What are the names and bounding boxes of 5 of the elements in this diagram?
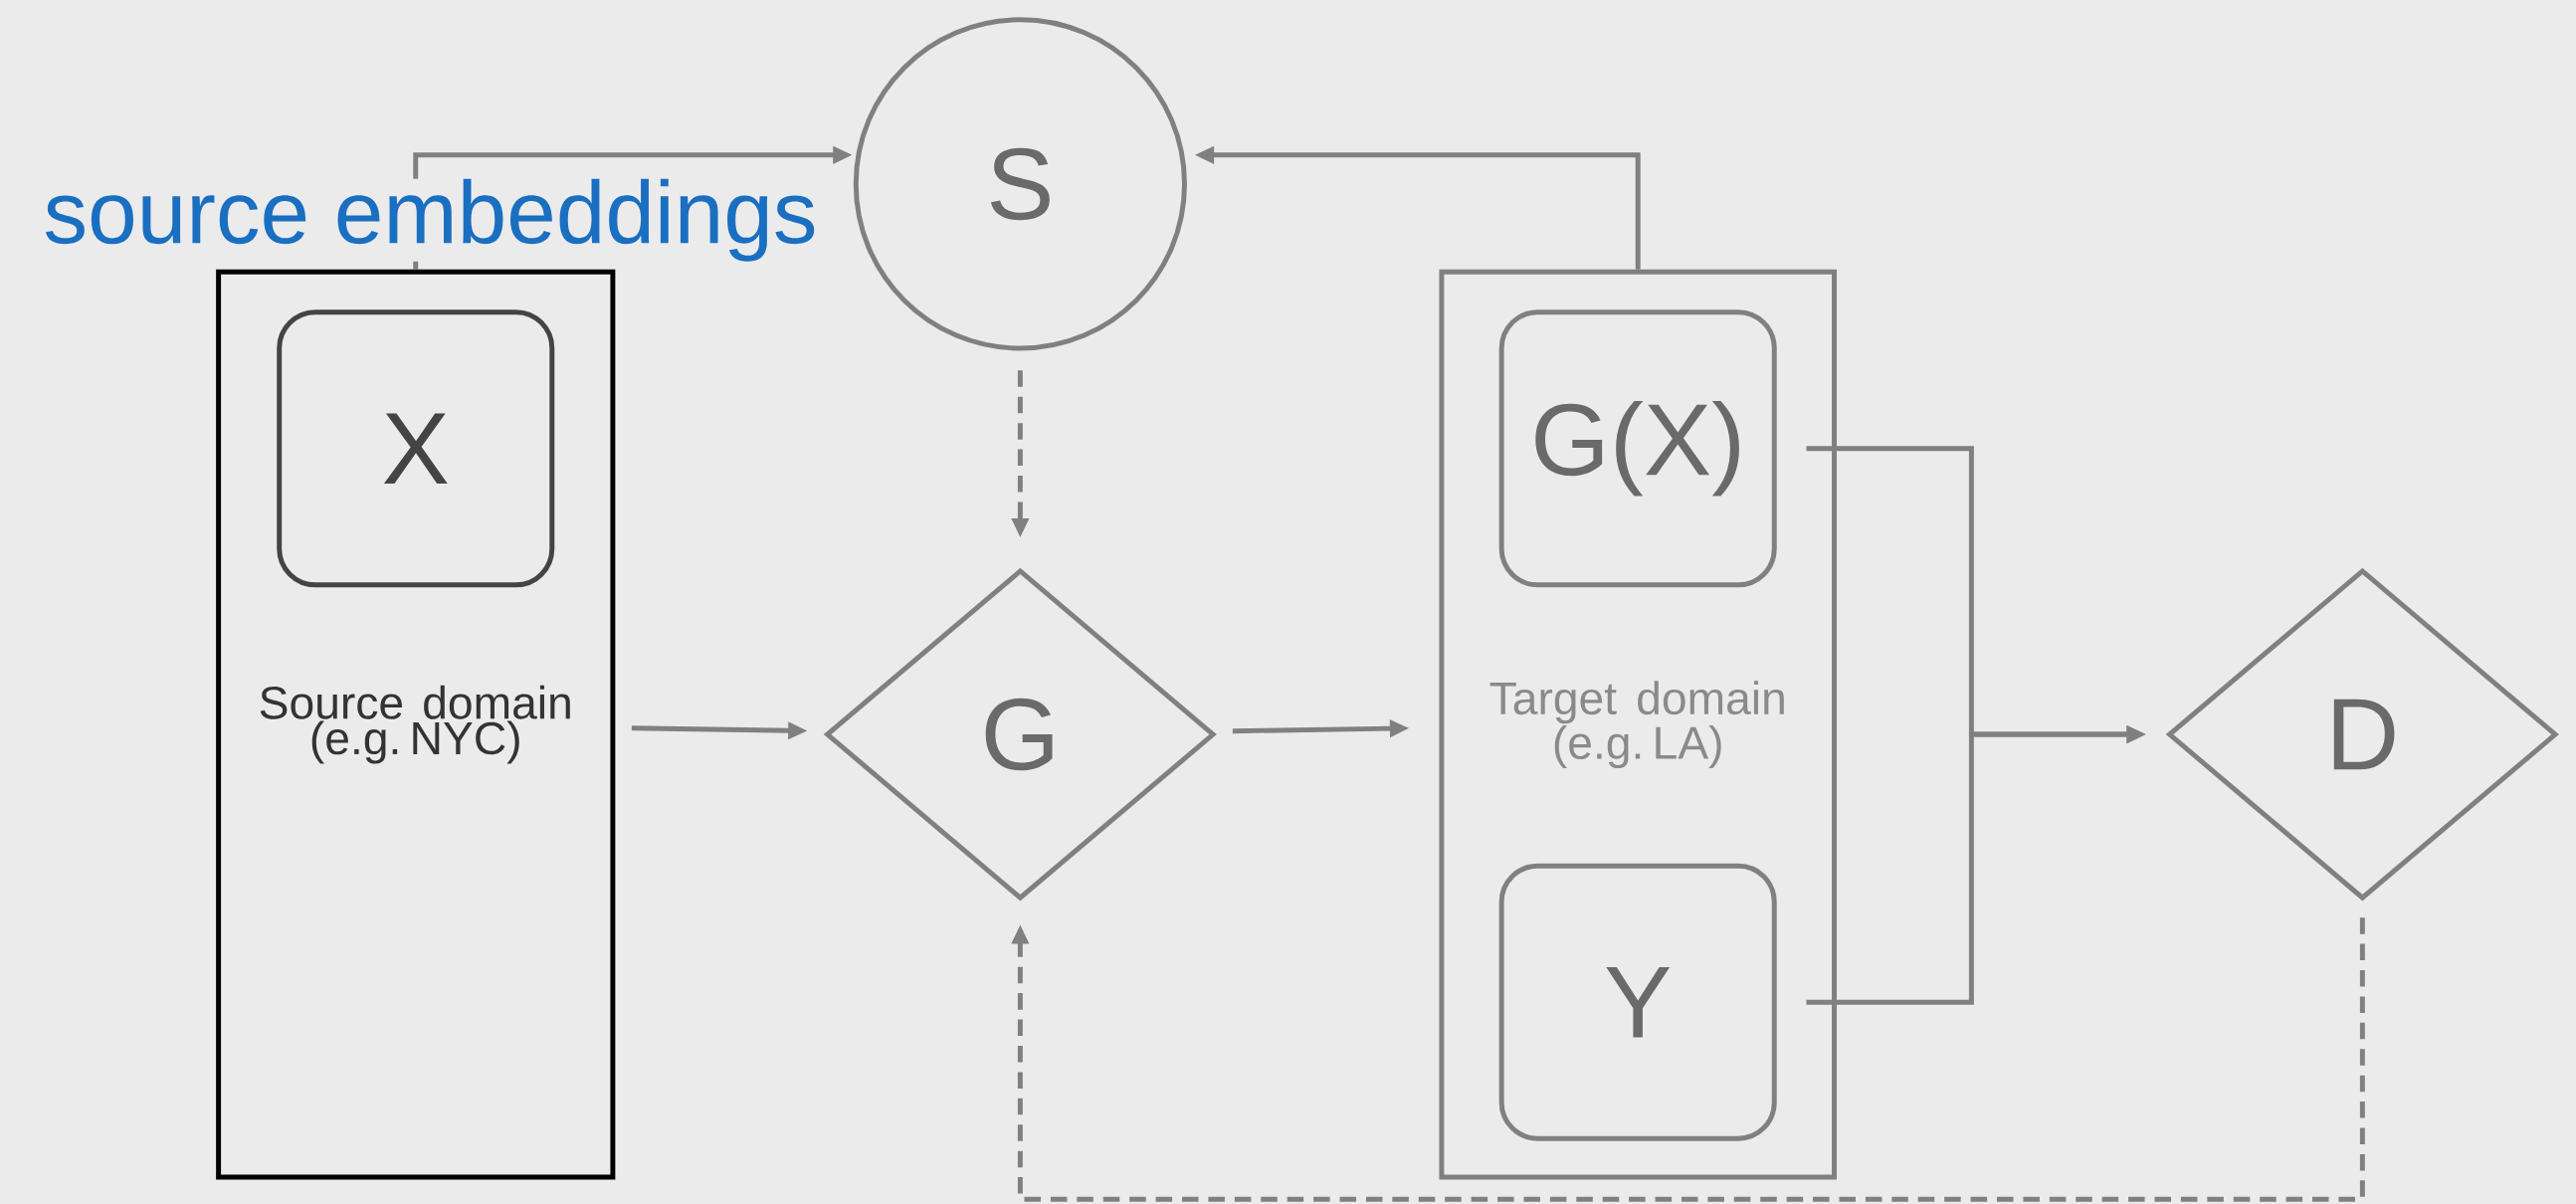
rounded-box: G(X) [1498,309,1777,588]
arrow [1011,917,2365,1202]
rounded-box: X [277,309,555,588]
rounded-box: Y [1498,863,1777,1141]
edge-label: source embeddings [43,178,818,262]
